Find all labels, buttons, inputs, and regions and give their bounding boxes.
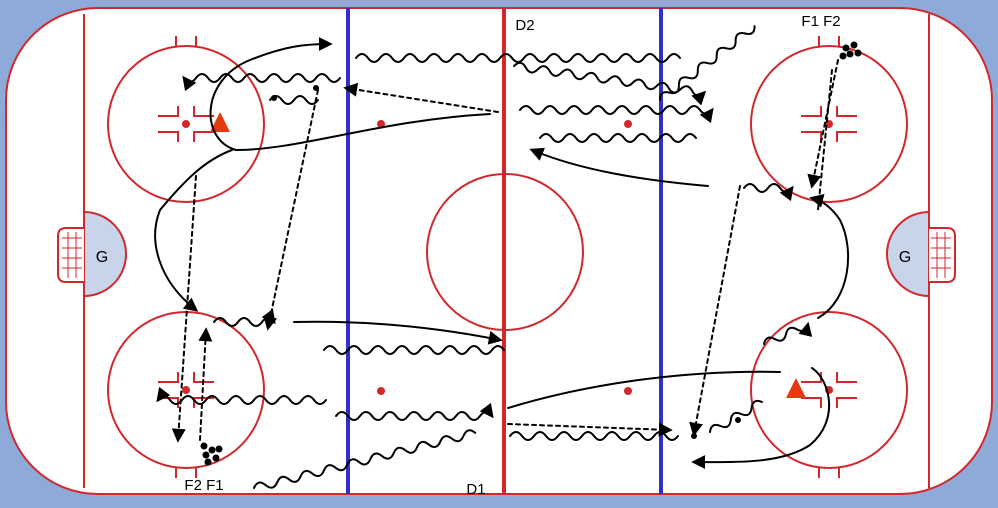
puck-pile-top-right xyxy=(839,41,862,60)
pass-right-vertical-2 xyxy=(817,69,833,211)
rink-surface xyxy=(5,7,993,495)
skate-left-curve xyxy=(154,149,233,312)
pass-bottom-neutral xyxy=(507,422,673,437)
wave-top-2 xyxy=(513,61,707,106)
wave-top-center xyxy=(519,105,714,124)
goalie-right-label: G xyxy=(899,249,911,266)
crease-right xyxy=(886,210,930,298)
pass-right-vertical xyxy=(807,59,839,189)
f2-f1-bottom-label: F2 F1 xyxy=(184,477,223,494)
skate-bottom-right-loop xyxy=(691,367,831,470)
neutral-dot-bottom-left xyxy=(377,387,385,395)
wave-left-bottom xyxy=(213,308,276,327)
neutral-dot-top-left xyxy=(377,120,385,128)
wave-neutral-left xyxy=(323,345,505,355)
wave-right-mid xyxy=(743,183,794,202)
cone-top-left xyxy=(210,112,230,132)
faceoff-circle-bottom-right xyxy=(750,311,908,478)
wave-top-right xyxy=(658,25,756,101)
skate-top-left-loop xyxy=(209,44,491,151)
net-left xyxy=(57,227,84,283)
pass-top-left-diag xyxy=(263,89,319,331)
blue-line-left xyxy=(346,8,350,494)
net-right xyxy=(929,227,956,283)
goalie-left-label: G xyxy=(96,249,108,266)
pass-left-vertical-2 xyxy=(198,327,213,441)
center-red-line xyxy=(502,8,506,494)
crease-left xyxy=(83,210,127,298)
wave-top-center-2 xyxy=(539,133,697,143)
player-markers xyxy=(271,85,741,439)
pass-bottom-right-diag xyxy=(689,185,741,437)
neutral-dot-top-right xyxy=(624,120,632,128)
center-circle xyxy=(426,173,584,331)
blue-line-right xyxy=(659,8,663,494)
puck-pile-bottom-left xyxy=(200,442,223,466)
wave-top-1 xyxy=(355,53,681,63)
wave-bottom-right xyxy=(709,399,763,433)
wave-bottom-1 xyxy=(156,386,327,405)
wave-bottom-center xyxy=(509,431,679,441)
wave-bottom-2 xyxy=(335,402,494,421)
neutral-dot-bottom-right xyxy=(624,387,632,395)
skate-bottom-center xyxy=(507,370,781,409)
f1-f2-top-label: F1 F2 xyxy=(801,13,840,30)
wave-top-left-short xyxy=(269,95,319,105)
wave-bottom-long xyxy=(253,429,477,489)
skate-left-to-neutral xyxy=(293,320,503,345)
wave-top-3 xyxy=(182,73,341,92)
skate-right-curve xyxy=(809,193,850,319)
wave-right-to-net xyxy=(763,321,813,345)
pass-top-neutral xyxy=(343,82,499,113)
d2-label: D2 xyxy=(515,17,534,34)
faceoff-circle-top-left xyxy=(107,36,265,203)
cone-bottom-right xyxy=(786,378,806,398)
skate-right-return xyxy=(529,147,709,187)
d1-label: D1 xyxy=(466,481,485,498)
